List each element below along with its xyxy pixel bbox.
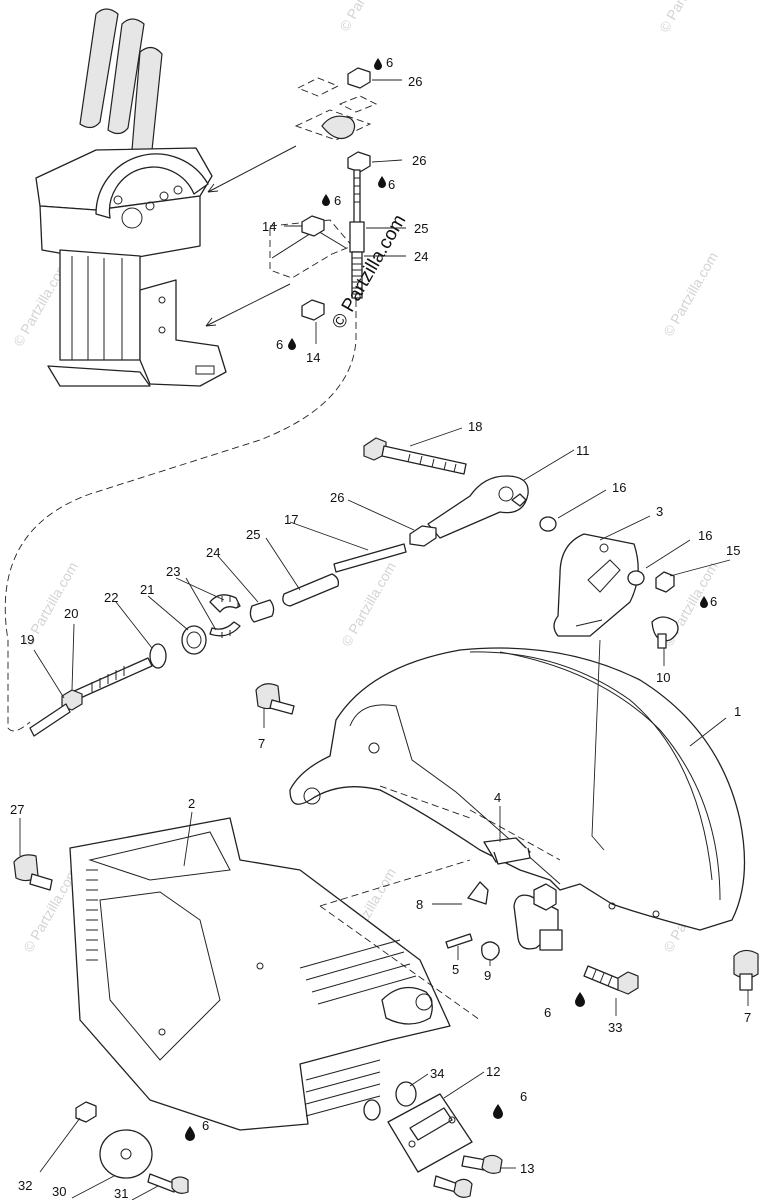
callout-11: 11	[576, 443, 590, 458]
callout-24: 24	[414, 249, 428, 264]
watermark-tile: © Partzilla.com	[336, 0, 397, 34]
watermark-tile: © Partzilla.com	[656, 0, 717, 35]
callout-3: 3	[656, 504, 663, 519]
callout-30: 30	[52, 1184, 66, 1199]
callout-21: 21	[140, 582, 154, 597]
callout-6: 6	[202, 1118, 209, 1133]
callout-26: 26	[412, 153, 426, 168]
mount-parts	[363, 1081, 503, 1198]
oil-drop-icon	[322, 194, 330, 206]
bracket-parts	[539, 516, 679, 649]
callout-26: 26	[408, 74, 422, 89]
callout-20: 20	[64, 606, 78, 621]
callout-6: 6	[388, 177, 395, 192]
base-fasteners	[75, 1101, 189, 1194]
callout-labels: 6 26 26 6 6 14 25 24 6 14 18 11 26 16 3 …	[10, 55, 751, 1200]
callout-33: 33	[608, 1020, 622, 1035]
screw-27	[13, 854, 53, 891]
control-lever-assembly	[35, 8, 227, 387]
screw-7-left	[255, 683, 295, 715]
callout-18: 18	[468, 419, 482, 434]
oil-drop-icon	[185, 1126, 195, 1141]
callout-6: 6	[334, 193, 341, 208]
callout-7: 7	[744, 1010, 751, 1025]
callout-32: 32	[18, 1178, 32, 1193]
callout-6: 6	[386, 55, 393, 70]
small-parts	[319, 785, 563, 1021]
watermark-tile: © Partzilla.com	[660, 249, 721, 339]
cover-part	[289, 639, 746, 931]
callout-13: 13	[520, 1161, 534, 1176]
callout-25: 25	[246, 527, 260, 542]
callout-22: 22	[104, 590, 118, 605]
cable-assembly	[29, 437, 529, 737]
oil-drop-icon	[374, 58, 382, 70]
watermark-brand: © Partzilla.com	[328, 211, 410, 332]
callout-27: 27	[10, 802, 24, 817]
oil-drop-icon	[288, 338, 296, 350]
watermark-tile: © Partzilla.com	[338, 559, 399, 649]
callout-1: 1	[734, 704, 741, 719]
callout-14: 14	[306, 350, 320, 365]
callout-19: 19	[20, 632, 34, 647]
callout-7: 7	[258, 736, 265, 751]
callout-23: 23	[166, 564, 180, 579]
callout-17: 17	[284, 512, 298, 527]
callout-6: 6	[710, 594, 717, 609]
callout-2: 2	[188, 796, 195, 811]
callout-6: 6	[520, 1089, 527, 1104]
callout-5: 5	[452, 962, 459, 977]
callout-34: 34	[430, 1066, 444, 1081]
leader-lines	[19, 79, 749, 1200]
housing-base	[69, 817, 451, 1131]
bolts-right	[583, 949, 759, 995]
callout-6: 6	[276, 337, 283, 352]
callout-25: 25	[414, 221, 428, 236]
callout-8: 8	[416, 897, 423, 912]
cable-connector-parts	[269, 67, 378, 321]
callout-16: 16	[612, 480, 626, 495]
callout-12: 12	[486, 1064, 500, 1079]
callout-9: 9	[484, 968, 491, 983]
callout-6: 6	[544, 1005, 551, 1020]
callout-15: 15	[726, 543, 740, 558]
oil-drop-icon	[493, 1104, 503, 1119]
oil-drop-icon	[378, 176, 386, 188]
callout-16: 16	[698, 528, 712, 543]
callout-26: 26	[330, 490, 344, 505]
callout-24: 24	[206, 545, 220, 560]
callout-10: 10	[656, 670, 670, 685]
callout-4: 4	[494, 790, 501, 805]
callout-31: 31	[114, 1186, 128, 1200]
oil-drop-icon	[575, 992, 585, 1007]
oil-drop-icon	[700, 596, 708, 608]
callout-14: 14	[262, 219, 276, 234]
oil-drop-icons	[185, 58, 708, 1141]
